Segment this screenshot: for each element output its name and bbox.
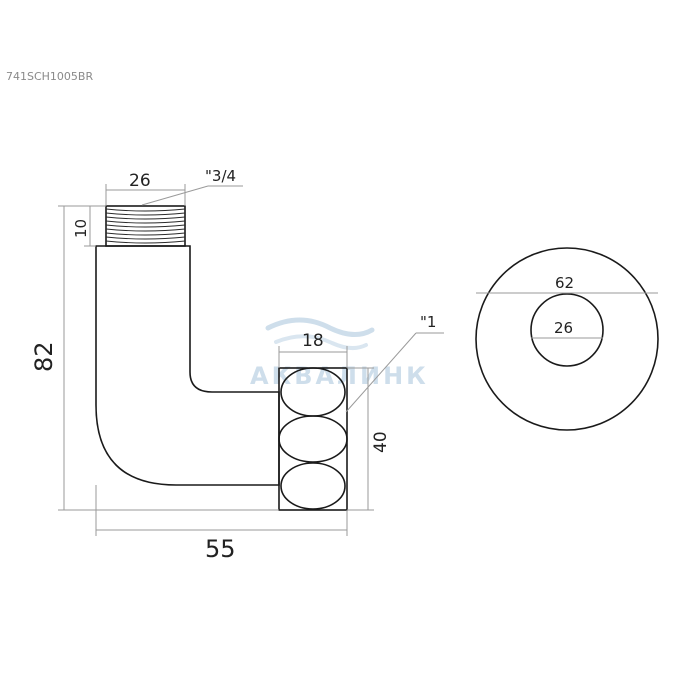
flange-bore-circle <box>530 293 604 367</box>
flange-diameter-label: 62 <box>555 274 574 292</box>
dimension-thread-height: 10 <box>72 205 106 247</box>
flange-outer-circle <box>475 247 659 431</box>
product-code: 741SCH1005BR <box>6 70 93 83</box>
dimension-thread-spec-top: "3/4 <box>141 167 243 206</box>
dimension-total-height: 82 <box>30 205 279 511</box>
total-width-label: 55 <box>205 535 236 563</box>
dimension-socket-height: 40 <box>347 367 391 511</box>
hex-facet-middle <box>278 415 348 463</box>
thread-spec-side-label: "1 <box>420 313 436 331</box>
thread-lines <box>105 208 186 244</box>
thread-width-label: 26 <box>129 171 151 191</box>
total-height-label: 82 <box>30 341 58 372</box>
dimension-thread-spec-side: "1 <box>345 313 444 413</box>
elbow-body-outline <box>95 245 280 486</box>
thread-height-label: 10 <box>72 219 90 238</box>
watermark-wave-icon-2 <box>274 334 368 350</box>
watermark-wave-icon <box>265 317 375 337</box>
thread-section <box>105 205 186 247</box>
dimension-total-width: 55 <box>95 485 348 563</box>
hex-facet-bottom <box>280 462 346 510</box>
bore-diameter-label: 26 <box>554 319 573 337</box>
socket-height-label: 40 <box>371 431 391 453</box>
watermark-text: АКВАЛИНК <box>250 362 429 390</box>
socket-width-label: 18 <box>302 331 324 351</box>
dimension-socket-width: 18 <box>278 331 348 368</box>
thread-spec-top-label: "3/4 <box>205 167 236 185</box>
dimension-thread-width: 26 <box>105 171 186 206</box>
dimension-flange-diameter: 62 <box>476 274 658 294</box>
dimension-bore-diameter: 26 <box>531 319 603 339</box>
